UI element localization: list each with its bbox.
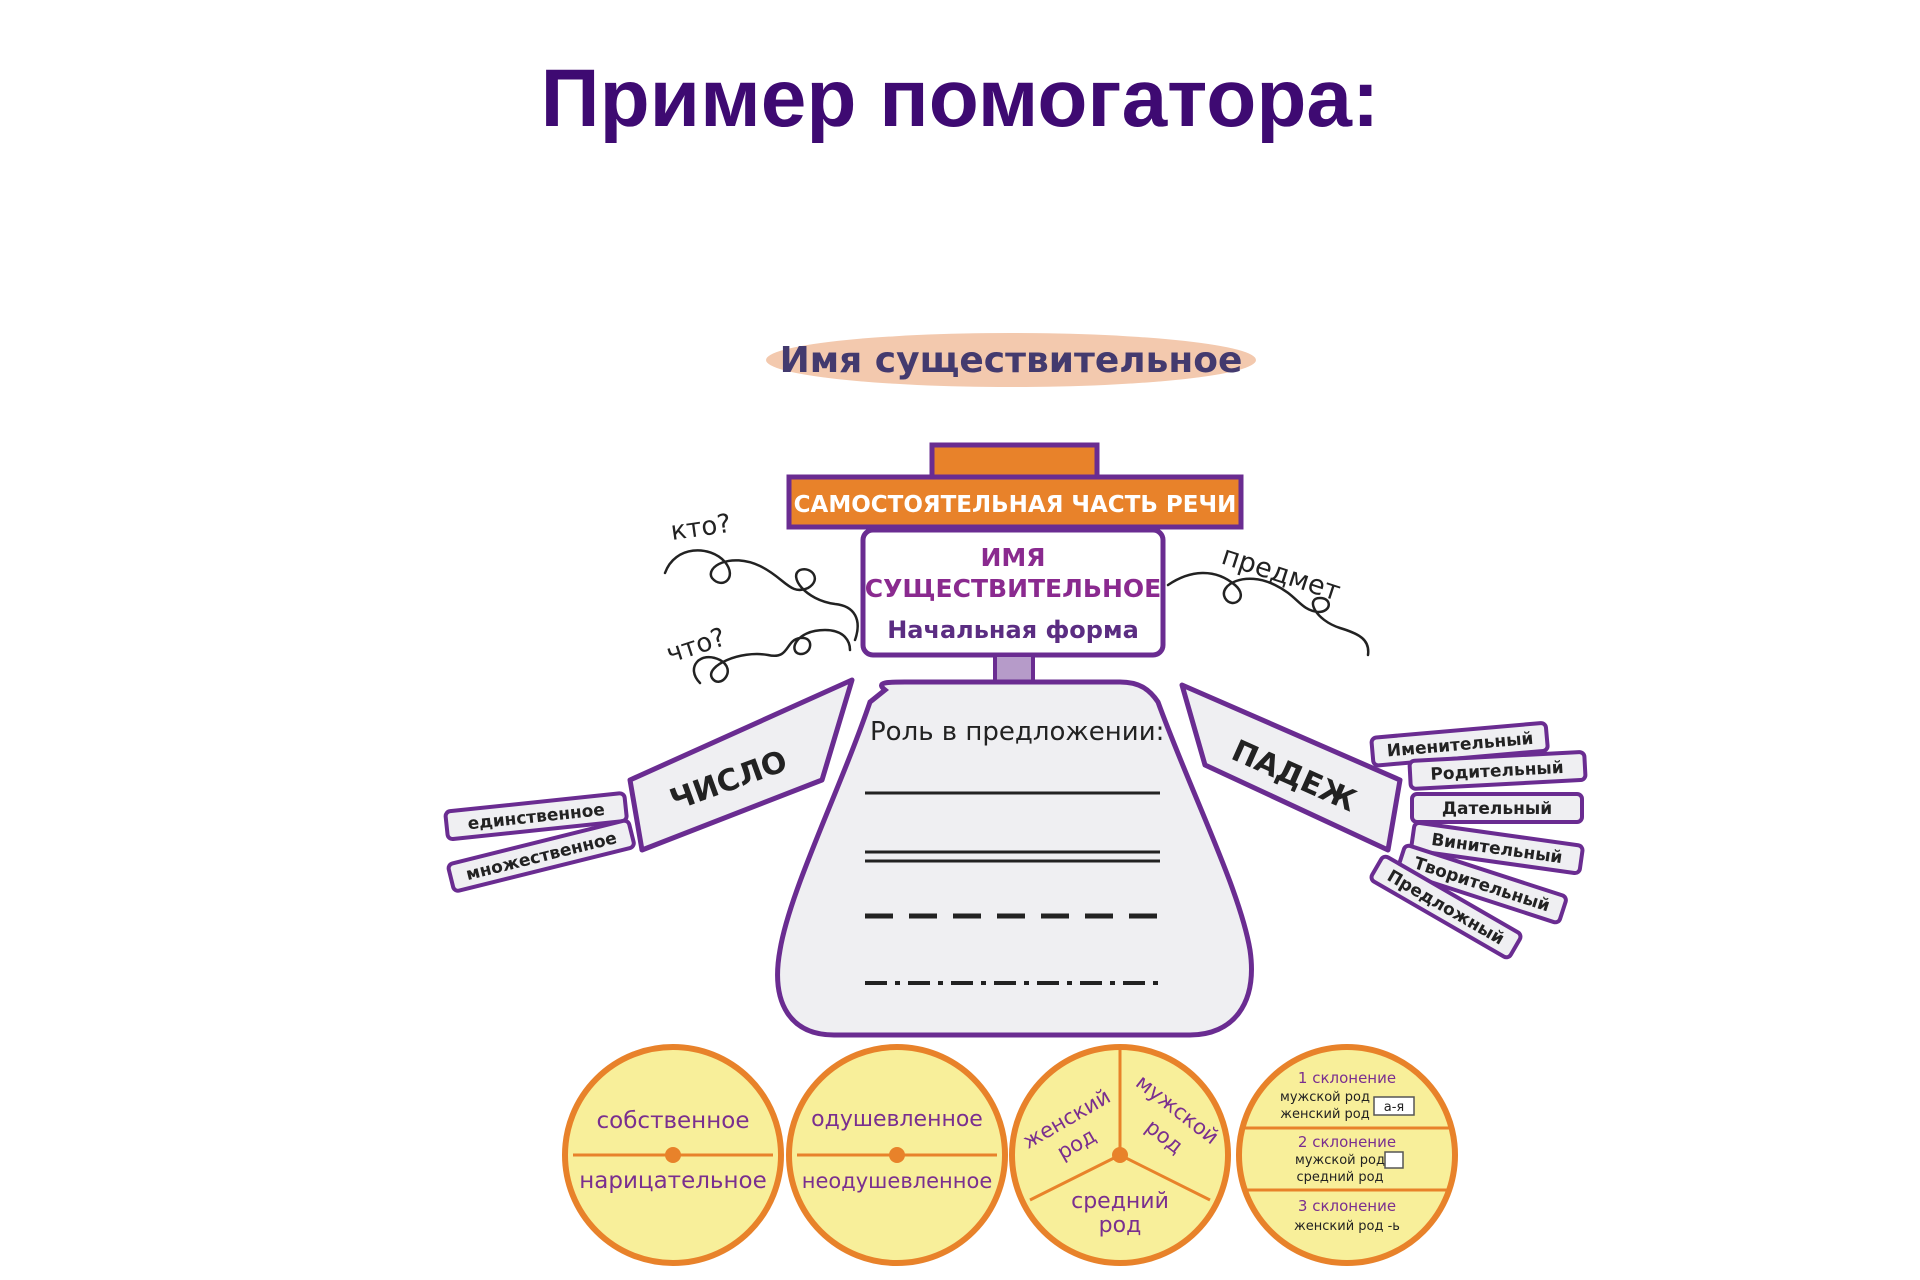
wheel1-bottom: нарицательное: [579, 1168, 767, 1194]
wheel4-d1-title: 1 склонение: [1298, 1069, 1396, 1087]
neck: [993, 653, 1035, 685]
object-curls: [1166, 571, 1370, 657]
wheel-animate: одушевленное неодушевленное: [786, 1044, 1008, 1266]
question-who: кто?: [669, 509, 733, 547]
wheel4-d3-title: 3 склонение: [1298, 1197, 1396, 1215]
wheel4-d3-l1: женский род -ь: [1294, 1219, 1400, 1234]
left-arm: ЧИСЛО единственное множественное: [443, 677, 855, 893]
wheel4-d1-l1: мужской род: [1280, 1090, 1370, 1105]
right-arm-item-2: Дательный: [1442, 799, 1552, 819]
wheel2-bottom: неодушевленное: [802, 1169, 993, 1193]
head-line2: СУЩЕСТВИТЕЛЬНОЕ: [865, 574, 1161, 603]
wheel4-d2-l1: мужской род: [1295, 1153, 1385, 1168]
wheel-gender: женский род мужской род средний род: [1009, 1044, 1231, 1266]
subtitle-text: Имя существительное: [780, 340, 1243, 381]
wheel4-d1-ending: а-я: [1384, 1100, 1404, 1115]
subtitle-pill: Имя существительное: [766, 333, 1256, 387]
wheel4-d2-l2: средний род: [1296, 1170, 1383, 1185]
object-word: предмет: [1218, 540, 1344, 607]
wheel2-top: одушевленное: [811, 1107, 983, 1132]
hat: САМОСТОЯТЕЛЬНАЯ ЧАСТЬ РЕЧИ: [786, 442, 1244, 530]
head-box: ИМЯ СУЩЕСТВИТЕЛЬНОЕ Начальная форма: [860, 527, 1166, 658]
head-line1: ИМЯ: [980, 543, 1045, 572]
body: Роль в предложении:: [775, 679, 1254, 1038]
wheel3-bottom2: род: [1099, 1213, 1142, 1238]
wheel3-bottom1: средний: [1071, 1189, 1169, 1214]
wheel4-d1-l2: женский род: [1280, 1107, 1369, 1122]
body-title: Роль в предложении:: [870, 717, 1164, 747]
wheel-proper-common: собственное нарицательное: [562, 1044, 784, 1266]
wheel4-d2-title: 2 склонение: [1298, 1133, 1396, 1151]
wheel-declension: 1 склонение мужской род женский род а-я …: [1236, 1044, 1458, 1266]
head-line3: Начальная форма: [887, 616, 1139, 644]
wheel1-top: собственное: [597, 1108, 750, 1134]
question-curls: [663, 549, 859, 685]
page-title: Пример помогатора:: [540, 53, 1380, 144]
hat-banner-text: САМОСТОЯТЕЛЬНАЯ ЧАСТЬ РЕЧИ: [794, 492, 1237, 518]
